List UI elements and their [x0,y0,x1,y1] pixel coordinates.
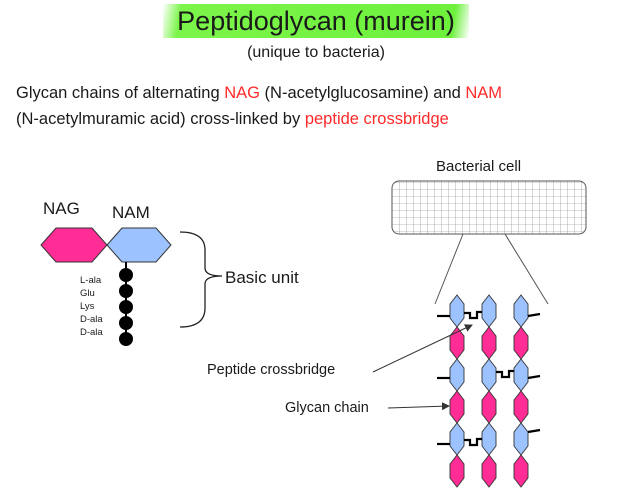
description: Glycan chains of alternating NAG (N-acet… [16,80,626,132]
bacterial-cell-grid [391,180,587,235]
amino-acid-label: D-ala [80,314,103,325]
crossbridges [437,310,541,447]
nam-label: NAM [112,203,150,222]
nag-hexagon [40,227,108,263]
peptide-crossbridge-label: Peptide crossbridge [207,362,335,378]
basic-unit-brace [179,231,223,328]
desc-part2: (N-acetylglucosamine) and [259,84,466,102]
page-subtitle: (unique to bacteria) [247,44,385,61]
amino-acid-label: Lys [80,301,95,312]
zoom-line-left [434,233,464,305]
crossbridge-link [464,310,482,320]
glycan-strands [449,294,529,488]
peptide-stub [527,312,541,318]
desc-part1: Glycan chains of alternating [16,84,225,102]
amino-acid-bead [119,300,133,314]
peptide-stub [527,374,541,380]
bacterial-cell-group: Bacterial cell [391,158,587,305]
desc-part3: (N-acetylmuramic acid) cross-linked by [16,110,305,128]
bacterial-cell-label: Bacterial cell [436,158,521,175]
amino-acid-bead [119,268,133,282]
nam-hexagon [106,227,172,263]
desc-nag: NAG [224,84,260,102]
amino-acid-bead [119,316,133,330]
glycan-chain-label: Glycan chain [285,400,369,416]
glycan-chain-arrow [387,402,450,411]
amino-acid-label: Glu [80,288,95,299]
peptide-chain [119,268,133,346]
crossbridge-link [464,437,482,447]
amino-acid-label: D-ala [80,327,103,338]
amino-acid-bead [119,332,133,346]
peptide-stub [527,428,541,434]
page-title: Peptidoglycan (murein) [163,4,469,38]
amino-acid-label: L-ala [80,275,102,286]
crossbridge-link [496,369,514,379]
glycan-strand-3 [513,294,529,488]
amino-acid-bead [119,284,133,298]
glycan-strand-2 [481,294,497,488]
basic-unit-label: Basic unit [225,268,299,287]
desc-nam: NAM [465,84,503,102]
nag-label: NAG [43,199,80,218]
peptide-crossbridge-arrow [372,324,473,373]
desc-crossbridge: peptide crossbridge [304,110,449,128]
glycan-strand-1 [449,294,465,488]
title-container: Peptidoglycan (murein) [0,4,632,38]
basic-unit-group: NAG NAM L-ala Glu Lys D-ala D-ala Basic … [40,199,299,346]
zoom-line-right [504,233,549,305]
